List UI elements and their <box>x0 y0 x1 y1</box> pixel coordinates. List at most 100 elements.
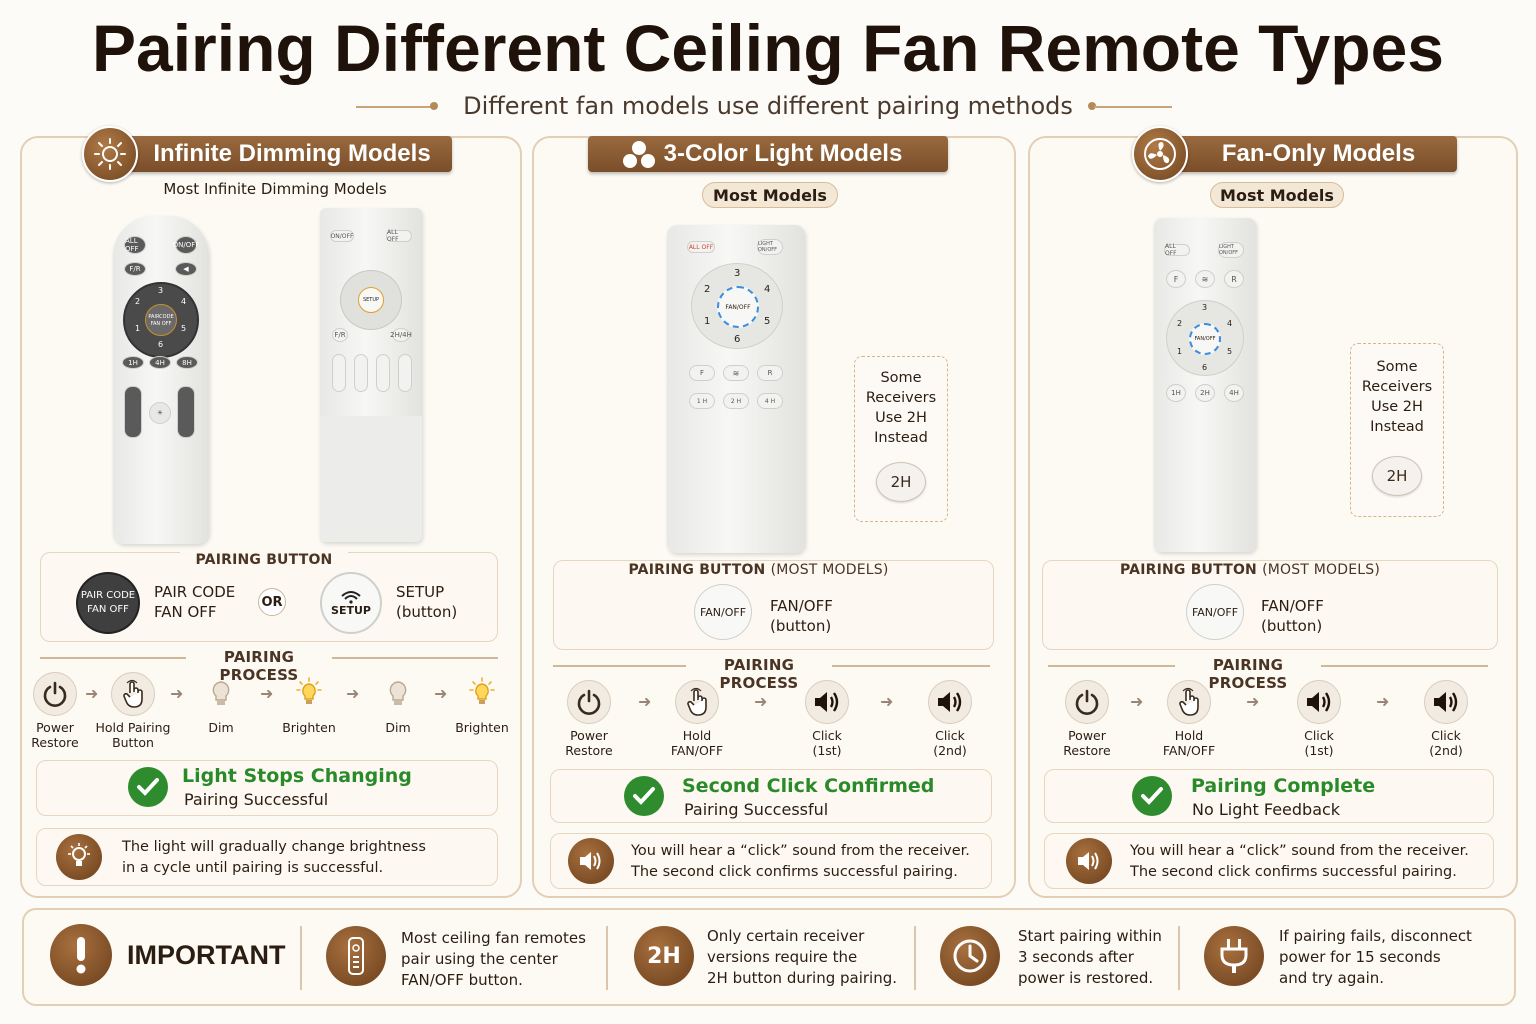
arrow-right-icon: ➜ <box>170 684 184 703</box>
panel1-confirm-sub: Pairing Successful <box>184 790 329 809</box>
panel2-confirm-title: Second Click Confirmed <box>682 775 935 797</box>
2h-icon: 2H <box>634 926 694 986</box>
panel3-title-ribbon: Fan-Only Models <box>1160 136 1457 172</box>
remote-icon <box>326 926 386 986</box>
panel1-subtitle: Most Infinite Dimming Models <box>163 180 387 198</box>
remote4-2h: 2H <box>1195 384 1215 402</box>
remote3-f: F <box>689 365 715 381</box>
important-separator-4 <box>1178 926 1180 990</box>
speaker-icon <box>805 680 849 724</box>
wifi-icon <box>341 590 361 604</box>
setup-button[interactable]: SETUP <box>320 572 382 634</box>
panel2-pairing-button-box <box>553 560 994 650</box>
panel3-pairing-button-label: PAIRING BUTTON (MOST MODELS) <box>1120 562 1380 578</box>
panel1-note-box <box>36 828 498 886</box>
panel2-confirm-sub: Pairing Successful <box>684 800 829 819</box>
remote4-alloff: ALL OFF <box>1164 243 1190 257</box>
panel2-2h-button[interactable]: 2H <box>876 462 926 502</box>
important-label: IMPORTANT <box>127 940 286 970</box>
remote1-alloff: ALL OFF <box>124 236 146 254</box>
clock-icon <box>940 926 1000 986</box>
remote4-1h: 1H <box>1166 384 1186 402</box>
subtitle-dot-right <box>1088 102 1096 110</box>
subtitle-line-left <box>356 106 432 108</box>
arrow-right-icon: ➜ <box>1376 692 1390 711</box>
remote1-onoff: ON/OFF <box>173 236 199 254</box>
panel3-subtitle: Most Models <box>1210 182 1344 208</box>
step-label: Click(2nd) <box>1429 728 1463 758</box>
remote1-8h: 8H <box>176 356 198 369</box>
fanoff-button-panel3[interactable]: FAN/OFF <box>1186 584 1244 640</box>
fanoff-button-panel2[interactable]: FAN/OFF <box>694 584 752 640</box>
panel3-fanoff-label: FAN/OFF(button) <box>1261 597 1324 635</box>
hand-press-icon <box>111 672 155 716</box>
remote3-4h: 4 H <box>757 393 783 409</box>
check-icon <box>128 767 168 807</box>
panel2-2h-note <box>854 356 948 522</box>
remote2-dial: SETUP <box>340 270 402 330</box>
remote2-timer: 2H/4H <box>390 328 412 342</box>
bulb-dim-icon <box>376 672 420 716</box>
remote3-r: R <box>757 365 783 381</box>
speaker-icon <box>1066 838 1112 884</box>
arrow-right-icon: ➜ <box>260 684 274 703</box>
power-icon <box>33 672 77 716</box>
remote1-4h: 4H <box>149 356 171 369</box>
panel3-note-box <box>1044 833 1494 889</box>
important-separator-1 <box>300 926 302 990</box>
arrow-right-icon: ➜ <box>346 684 360 703</box>
panel1-note: The light will gradually change brightne… <box>122 839 426 876</box>
or-label: OR <box>258 588 286 616</box>
three-dots-icon <box>620 140 658 170</box>
arrow-right-icon: ➜ <box>880 692 894 711</box>
arrow-right-icon: ➜ <box>638 692 652 711</box>
check-icon <box>1132 776 1172 816</box>
panel2-process-label: PAIRING PROCESS <box>686 656 832 692</box>
step-label: Brighten <box>282 720 336 735</box>
panel2-pairing-button-label: PAIRING BUTTON (MOST MODELS) <box>628 562 889 578</box>
remote1-speaker: ◀ <box>175 262 197 276</box>
remote2-col3 <box>376 354 390 392</box>
bulb-bright-icon <box>460 672 504 716</box>
speaker-icon <box>568 838 614 884</box>
power-icon <box>1065 680 1109 724</box>
important-separator-3 <box>914 926 916 990</box>
setup-label: SETUP(button) <box>396 583 458 621</box>
bulb-icon <box>56 834 102 880</box>
exclamation-icon <box>50 924 112 986</box>
remote2-col1 <box>332 354 346 392</box>
remote1-light-button: ☀ <box>149 402 171 424</box>
remote1-fr: F/R <box>124 262 146 276</box>
remote1-dim-rocker-right <box>177 386 195 438</box>
panel1-confirm-title: Light Stops Changing <box>182 765 412 787</box>
remote2-fr: F/R <box>332 328 348 342</box>
step-label: Click(1st) <box>1304 728 1334 758</box>
bulb-bright-icon <box>287 672 331 716</box>
arrow-right-icon: ➜ <box>1246 692 1260 711</box>
fan-icon <box>1132 126 1188 182</box>
panel3-pairing-button-box <box>1042 560 1498 650</box>
subtitle-dot-left <box>430 102 438 110</box>
step-label: Dim <box>208 720 234 735</box>
remote-fan-only: ALL OFF LIGHT ON/OFF F ≋ R FAN/OFF 3 2 4… <box>1154 218 1256 552</box>
remote3-1h: 1 H <box>689 393 715 409</box>
step-label: Dim <box>385 720 411 735</box>
remote2-col4 <box>398 354 412 392</box>
panel2-subtitle: Most Models <box>702 182 838 208</box>
panel3-2h-button[interactable]: 2H <box>1372 456 1422 496</box>
important-bar <box>22 908 1516 1006</box>
page-title: Pairing Different Ceiling Fan Remote Typ… <box>91 11 1444 85</box>
remote2-onoff: ON/OFF <box>330 230 354 242</box>
arrow-right-icon: ➜ <box>85 684 99 703</box>
